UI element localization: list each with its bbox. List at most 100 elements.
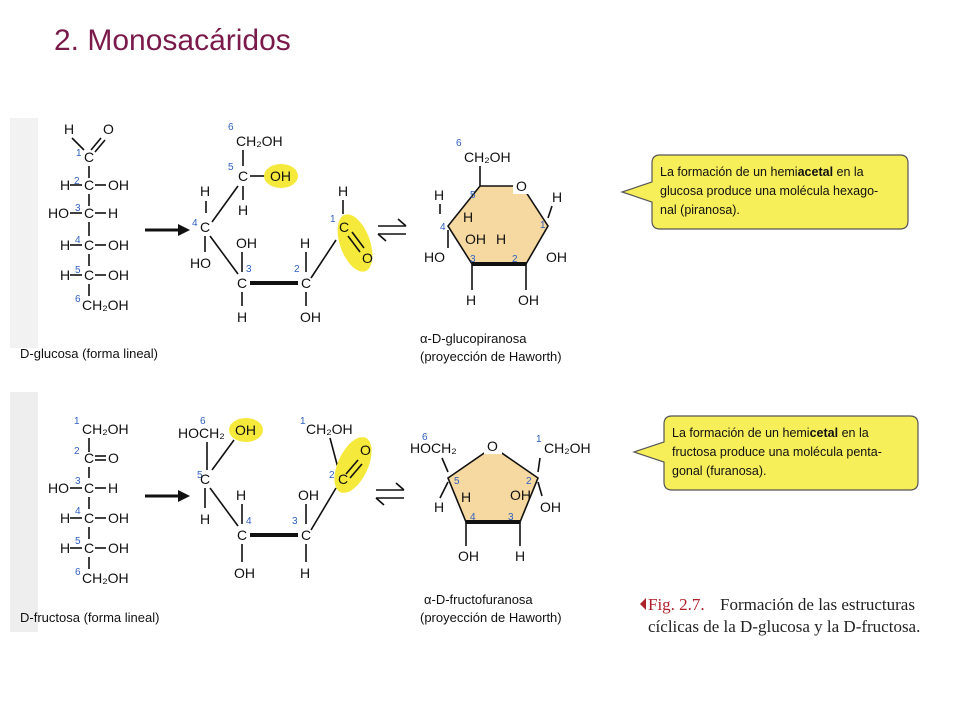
furanose-ring: [447, 446, 539, 523]
fructose-note-line-2: fructosa produce una molécula penta-: [672, 445, 882, 459]
atom-label: H: [300, 565, 310, 581]
carbon-number: 5: [454, 476, 460, 487]
bond: [209, 235, 239, 275]
atom-label: CH₂OH: [82, 421, 129, 437]
figure-caption: Fig. 2.7. Formación de las estructuras c…: [640, 595, 920, 636]
atom-label: H: [108, 205, 118, 221]
caption-marker-icon: [640, 598, 646, 610]
atom-label: OH: [108, 510, 129, 526]
atom-label: OH: [546, 249, 567, 265]
figure-caption-line-1: Formación de las estructuras: [720, 595, 915, 614]
fructose-note-line-1: La formación de un hemicetal en la: [672, 426, 869, 440]
atom-label: H: [463, 209, 473, 225]
atom-label: H: [60, 237, 70, 253]
carbon-number: 3: [75, 203, 81, 214]
atom-label: OH: [270, 168, 291, 184]
bond: [94, 139, 106, 153]
atom-label: OH: [458, 548, 479, 564]
glucose-linear-caption: D-glucosa (forma lineal): [20, 346, 158, 361]
carbon-number: 2: [294, 264, 300, 275]
bond: [211, 439, 235, 471]
atom-label: H: [200, 511, 210, 527]
atom-label: HO: [48, 480, 69, 496]
bond: [310, 487, 337, 531]
fructofuranose-caption-sub: (proyección de Haworth): [420, 610, 562, 625]
fructose-note-callout: La formación de un hemicetal en la fruct…: [632, 415, 919, 491]
carbon-number: 4: [75, 506, 81, 517]
bond: [211, 185, 239, 223]
carbon-number: 2: [526, 476, 532, 487]
carbon-number: 3: [508, 512, 514, 523]
atom-label: C: [84, 450, 94, 466]
carbon-number: 6: [75, 567, 81, 578]
bond: [537, 457, 541, 473]
atom-label: C: [301, 527, 311, 543]
atom-label: OH: [465, 231, 486, 247]
atom-label: H: [60, 177, 70, 193]
atom-label: C: [237, 275, 247, 291]
d-glucose-folded-chain: 6 CH₂OH 5 C OH H H 4 C HO OH 3 C H H 2 C…: [190, 122, 373, 325]
bond: [90, 137, 102, 151]
atom-label: OH: [235, 422, 256, 438]
atom-label: O: [516, 178, 527, 194]
atom-label: H: [236, 487, 246, 503]
atom-label: C: [84, 267, 94, 283]
carbon-number: 3: [246, 264, 252, 275]
atom-label: OH: [540, 499, 561, 515]
carbon-number: 4: [470, 512, 476, 523]
atom-label: OH: [298, 487, 319, 503]
bond: [537, 481, 543, 497]
carbon-number: 6: [75, 294, 81, 305]
bond: [547, 205, 553, 219]
carbon-number: 1: [300, 416, 306, 427]
figure-caption-line-2: cíclicas de la D-glucosa y la D-fructosa…: [648, 617, 920, 636]
alpha-d-glucopyranose: O 6 CH₂OH 5 H 4 HO H OH 3 H 2 1 H OH H O…: [420, 138, 567, 364]
atom-label: H: [461, 489, 471, 505]
carbon-number: 4: [192, 218, 198, 229]
atom-label: O: [360, 442, 371, 458]
atom-label: H: [552, 189, 562, 205]
atom-label: C: [84, 237, 94, 253]
atom-label: HO: [48, 205, 69, 221]
highlight-carbonyl: [337, 214, 373, 272]
carbon-number: 1: [330, 214, 336, 225]
atom-label: H: [238, 202, 248, 218]
atom-label: CH₂OH: [464, 149, 511, 165]
atom-label: H: [338, 183, 348, 199]
atom-label: C: [84, 510, 94, 526]
atom-label: C: [84, 540, 94, 556]
carbon-number: 4: [75, 235, 81, 246]
bond: [71, 137, 85, 151]
highlight-hydroxyl: [264, 164, 298, 188]
atom-label: HOCH₂: [410, 440, 457, 456]
carbon-number: 3: [292, 516, 298, 527]
background-panel: [10, 118, 38, 348]
bond: [441, 457, 449, 473]
atom-label: OH: [108, 177, 129, 193]
atom-label: C: [338, 471, 348, 487]
bond: [329, 437, 339, 469]
atom-label: HO: [424, 249, 445, 265]
glucose-note-callout: La formación de un hemiacetal en la gluc…: [620, 154, 909, 230]
carbon-number: 1: [536, 434, 542, 445]
carbon-number: 5: [75, 536, 81, 547]
atom-label: C: [339, 219, 349, 235]
equilibrium-arrow: [375, 482, 405, 506]
pyranose-ring: [447, 185, 549, 265]
atom-label: CH₂OH: [82, 297, 129, 313]
atom-label: H: [64, 121, 74, 137]
page-title: 2. Monosacáridos: [54, 24, 291, 57]
carbon-number: 5: [228, 162, 234, 173]
carbon-number: 1: [74, 416, 80, 427]
atom-label: H: [60, 267, 70, 283]
carbon-number: 1: [76, 148, 82, 159]
carbon-number: 6: [456, 138, 462, 149]
reaction-arrow: [145, 224, 190, 236]
carbon-number: 2: [74, 446, 80, 457]
carbon-number: 2: [329, 470, 335, 481]
atom-label: O: [362, 250, 373, 266]
carbon-number: 5: [470, 190, 476, 201]
atom-label: C: [238, 168, 248, 184]
atom-label: C: [84, 205, 94, 221]
